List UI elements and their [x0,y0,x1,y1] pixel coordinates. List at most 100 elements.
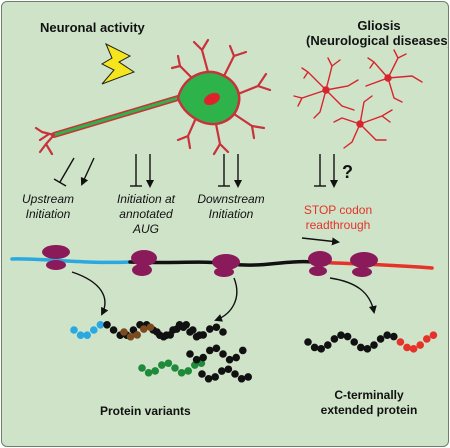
protein-bead [239,346,247,355]
neuronal-activity-label: Neuronal activity [40,20,145,35]
neuron-icon [34,38,272,156]
stop-line-2: readthrough [305,218,371,232]
protein-bead [159,332,168,341]
protein-bead [429,331,438,339]
protein-bead [206,346,214,355]
protein-bead [363,345,372,353]
cterm-line-1: C-terminally [334,388,404,402]
protein-bead [70,326,78,334]
protein-bead [416,341,425,349]
protein-bead [211,373,219,381]
protein-bead [204,374,213,383]
protein-bead [166,331,174,339]
protein-bead [158,361,166,369]
protein-bead [151,367,159,375]
gliosis-label: Gliosis (Neurological diseases) [306,18,448,48]
protein-bead [218,367,226,375]
stop-codon-readthrough-label: STOP codon readthrough [288,203,388,233]
upstream-line-1: Upstream [21,192,74,206]
protein-bead [390,332,398,341]
protein-bead [219,328,227,336]
protein-bead [109,326,118,334]
protein-bead [244,373,252,381]
protein-bead [186,328,194,336]
protein-bead [140,325,148,333]
protein-bead [83,331,91,339]
protein-bead [310,343,319,352]
upstream-line-2: Initiation [25,207,71,221]
protein-bead [173,325,181,333]
protein-variants-beads [70,321,252,383]
ribosome-icon [42,245,378,277]
protein-bead [76,331,85,339]
protein-bead [357,343,365,352]
protein-bead [317,345,326,353]
regulation-arrows [53,154,340,246]
protein-bead [199,331,207,339]
protein-bead [103,321,111,329]
annotated-line-3: AUG [132,222,159,236]
protein-bead [184,367,192,375]
protein-bead [177,368,186,377]
protein-bead [126,332,135,341]
lightning-icon [100,42,136,85]
protein-variants-label: Protein variants [100,404,191,418]
protein-bead [225,355,234,364]
annotated-aug-initiation-label: Initiation at annotated AUG [98,192,194,237]
upstream-initiation-label: Upstream Initiation [8,192,88,222]
protein-bead [206,325,214,333]
protein-bead [224,365,233,374]
protein-bead [138,364,146,372]
glia-cells-icon [293,49,423,149]
protein-bead [171,364,179,372]
protein-bead [403,343,411,352]
question-mark-label: ? [342,162,353,182]
protein-bead [96,321,105,329]
protein-bead [186,350,194,358]
extended-protein-beads [304,331,438,353]
protein-bead [237,374,246,383]
c-terminal-extended-protein-label: C-terminally extended protein [314,388,424,418]
protein-bead [370,341,378,349]
protein-bead [396,338,405,346]
protein-bead [423,335,431,343]
protein-bead [192,332,201,341]
protein-bead [212,344,221,353]
protein-bead [324,341,332,349]
protein-bead [133,331,141,339]
annotated-line-2: annotated [119,207,173,221]
protein-bead [231,370,239,378]
protein-bead [337,331,345,339]
protein-bead [164,359,173,368]
product-arrows [71,271,377,322]
protein-bead [199,353,207,362]
downstream-line-2: Initiation [208,207,254,221]
stop-line-1: STOP codon [303,203,373,217]
protein-bead [330,335,339,343]
protein-bead [409,345,418,353]
protein-bead [153,328,161,336]
protein-bead [219,350,227,358]
cterm-line-2: extended protein [320,403,418,417]
protein-bead [383,331,392,339]
annotated-line-1: Initiation at [116,192,176,206]
protein-bead [146,323,155,332]
protein-bead [120,328,128,336]
protein-bead [198,370,206,378]
protein-bead [376,335,385,343]
protein-bead [212,323,221,332]
downstream-initiation-label: Downstream Initiation [186,192,276,222]
protein-bead [304,338,312,346]
downstream-line-1: Downstream [197,192,265,206]
gliosis-subtitle: (Neurological diseases) [306,33,449,48]
protein-bead [144,368,153,377]
protein-bead [232,353,240,362]
protein-bead [179,323,188,332]
gliosis-title: Gliosis [357,18,401,33]
protein-bead [350,338,359,346]
protein-bead [90,326,98,334]
protein-bead [343,332,352,341]
protein-bead [192,355,201,364]
